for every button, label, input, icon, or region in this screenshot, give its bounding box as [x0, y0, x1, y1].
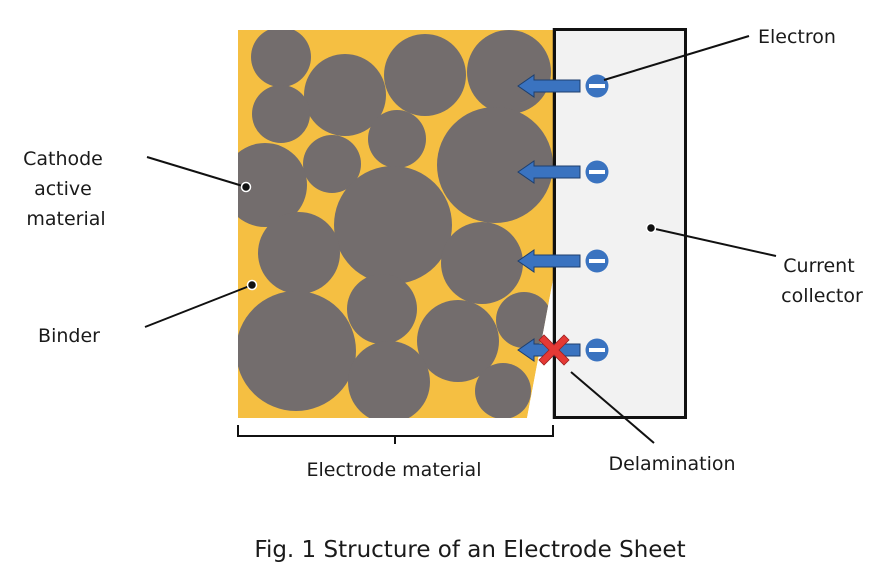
particle [437, 107, 553, 223]
particle [475, 363, 531, 418]
particle [303, 135, 361, 193]
minus-sign-icon [589, 84, 605, 88]
leader-dot-binder [246, 279, 258, 291]
electron-arrow-left-icon [517, 249, 581, 273]
particle [441, 222, 523, 304]
particle [304, 54, 386, 136]
particle [348, 341, 430, 418]
leader-dot-cathode [240, 181, 252, 193]
particle [496, 292, 552, 348]
particle [347, 274, 417, 344]
label-binder: Binder [38, 325, 100, 347]
particle [252, 85, 310, 143]
particle [238, 143, 307, 227]
blocked-electron-flow [517, 334, 609, 366]
minus-sign-icon [589, 170, 605, 174]
leader-line-delamination [570, 371, 655, 444]
label-delamination: Delamination [608, 453, 735, 475]
electron-flow [517, 160, 609, 184]
particle [368, 110, 426, 168]
particle [384, 34, 466, 116]
leader-dots [240, 181, 657, 291]
particle [467, 30, 551, 114]
blocked-x-icon [538, 334, 570, 366]
electron-flow [517, 74, 609, 98]
particle [334, 166, 452, 284]
leader-line-binder [144, 284, 253, 328]
electron-arrow-left-icon [517, 74, 581, 98]
particle [238, 291, 356, 411]
particle [417, 300, 499, 382]
electron-arrow-left-icon [517, 160, 581, 184]
leader-line-collector [650, 227, 777, 257]
particle [258, 212, 340, 294]
particle [251, 30, 311, 87]
leader-line-cathode [146, 156, 247, 188]
leader-lines [144, 35, 777, 444]
label-cathode-active-material: Cathode active material [23, 148, 109, 230]
active-material-particles [238, 30, 553, 418]
minus-sign-icon [589, 348, 605, 352]
leader-line-electron [603, 35, 750, 81]
electrode-material-bracket [237, 425, 554, 444]
electron-flows [517, 74, 609, 366]
leader-dot-collector [645, 222, 657, 234]
electron-flow [517, 249, 609, 273]
label-electron: Electron [758, 26, 836, 48]
label-electrode-material: Electrode material [307, 459, 482, 481]
figure-caption: Fig. 1 Structure of an Electrode Sheet [254, 537, 685, 563]
minus-sign-icon [589, 259, 605, 263]
label-current-collector: Current collector [781, 255, 863, 307]
